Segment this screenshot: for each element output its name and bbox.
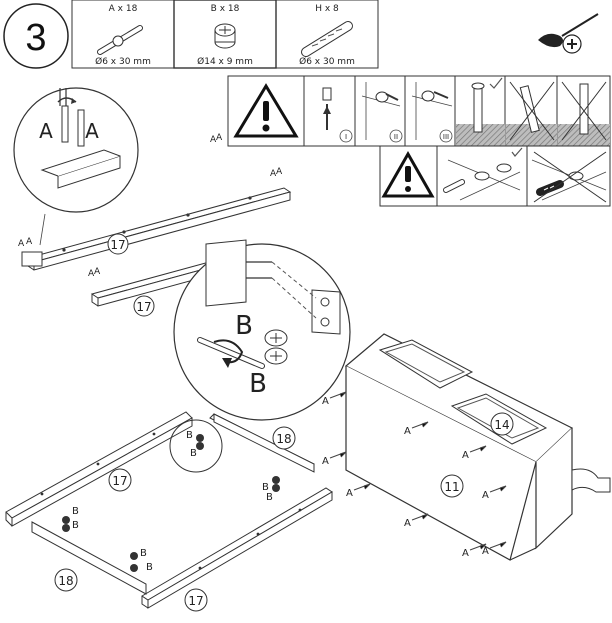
label-a: A <box>322 456 329 467</box>
label-a: A <box>404 518 411 529</box>
cam-lock-icon <box>62 434 280 572</box>
correct-dowel-example <box>443 147 523 201</box>
dowel-a-icon <box>97 25 143 55</box>
label-a: A <box>18 239 25 249</box>
label-b: B <box>249 369 267 399</box>
step-indicator: 3 <box>3 3 69 69</box>
label-b: B <box>235 311 253 341</box>
cam-lock-b-icon <box>214 23 236 49</box>
part-14-label: 14 <box>494 418 509 432</box>
part-17-label: 17 <box>188 594 203 608</box>
substep-ii-label: II <box>394 133 398 141</box>
label-b: B <box>190 448 197 459</box>
label-a: A <box>270 169 277 179</box>
instruction-panel-top: I II III <box>227 75 611 147</box>
part-18-label: 18 <box>276 432 291 446</box>
wrong-insertion-example-2 <box>558 81 610 146</box>
cross-icon <box>533 151 607 203</box>
label-b: B <box>140 548 147 559</box>
label-a: A <box>39 119 53 143</box>
part-a-size: Ø6 x 30 mm <box>95 56 151 67</box>
substep-i: I <box>322 87 353 143</box>
board-end-detail: A A <box>18 237 43 267</box>
cabinet-11: 14 11 A A A A A A A A A <box>322 333 611 561</box>
part-17-label: 17 <box>110 238 125 252</box>
label-a: A <box>26 237 33 247</box>
part-b-size: Ø14 x 9 mm <box>197 56 253 67</box>
substep-i-label: I <box>345 133 347 141</box>
detail-cam-lock: B B <box>173 239 351 421</box>
label-b: B <box>262 482 269 493</box>
label-a: A <box>88 269 95 279</box>
warning-icon <box>381 150 435 198</box>
wrong-insertion-example-1 <box>506 81 557 146</box>
rotate-arrow-icon <box>213 339 244 364</box>
label-a: A <box>216 133 223 143</box>
label-a: A <box>482 546 489 557</box>
substep-ii: II <box>361 82 403 143</box>
wood-dowel-h-icon <box>301 21 353 57</box>
parts-table: A x 18 Ø6 x 30 mm B x 18 Ø14 x 9 mm H x … <box>71 0 379 69</box>
part-18-label: 18 <box>58 574 73 588</box>
cam-lock-icon <box>264 329 288 365</box>
label-a: A <box>346 488 353 499</box>
cross-icon <box>561 81 607 141</box>
part-h-qty: H x 8 <box>315 4 339 14</box>
label-a: A <box>85 119 99 143</box>
label-a: A <box>276 167 283 177</box>
part-17-label: 17 <box>136 300 151 314</box>
label-b: B <box>72 520 79 531</box>
warning-icon <box>233 83 299 138</box>
phillips-screwdriver-icon <box>538 13 599 54</box>
label-b: B <box>146 562 153 573</box>
label-a: A <box>94 267 101 277</box>
label-a: A <box>482 490 489 501</box>
part-b-qty: B x 18 <box>211 4 240 14</box>
board-17-upper: A A A A 17 <box>26 133 292 271</box>
label-a: A <box>462 450 469 461</box>
detail-insert-dowels: A A <box>13 87 139 246</box>
part-17-label: 17 <box>112 474 127 488</box>
cross-icon <box>509 81 555 141</box>
substep-iii-label: III <box>443 133 449 141</box>
part-11-label: 11 <box>444 480 459 494</box>
label-a: A <box>404 426 411 437</box>
label-b: B <box>186 430 193 441</box>
correct-insertion-example <box>456 77 505 146</box>
label-b: B <box>266 492 273 503</box>
label-a: A <box>210 135 217 145</box>
label-a: A <box>322 396 329 407</box>
label-b: B <box>72 506 79 517</box>
frame-assembly: B B B B B B B B 18 17 18 17 <box>5 411 333 612</box>
substep-iii: III <box>411 82 453 143</box>
instruction-panel-bottom <box>379 145 611 207</box>
label-a: A <box>462 548 469 559</box>
part-a-qty: A x 18 <box>109 4 138 14</box>
part-h-size: Ø6 x 30 mm <box>299 56 355 67</box>
wrong-dowel-example <box>531 151 607 203</box>
checkmark-icon <box>511 147 523 157</box>
checkmark-icon <box>489 77 503 89</box>
step-number: 3 <box>25 17 46 59</box>
